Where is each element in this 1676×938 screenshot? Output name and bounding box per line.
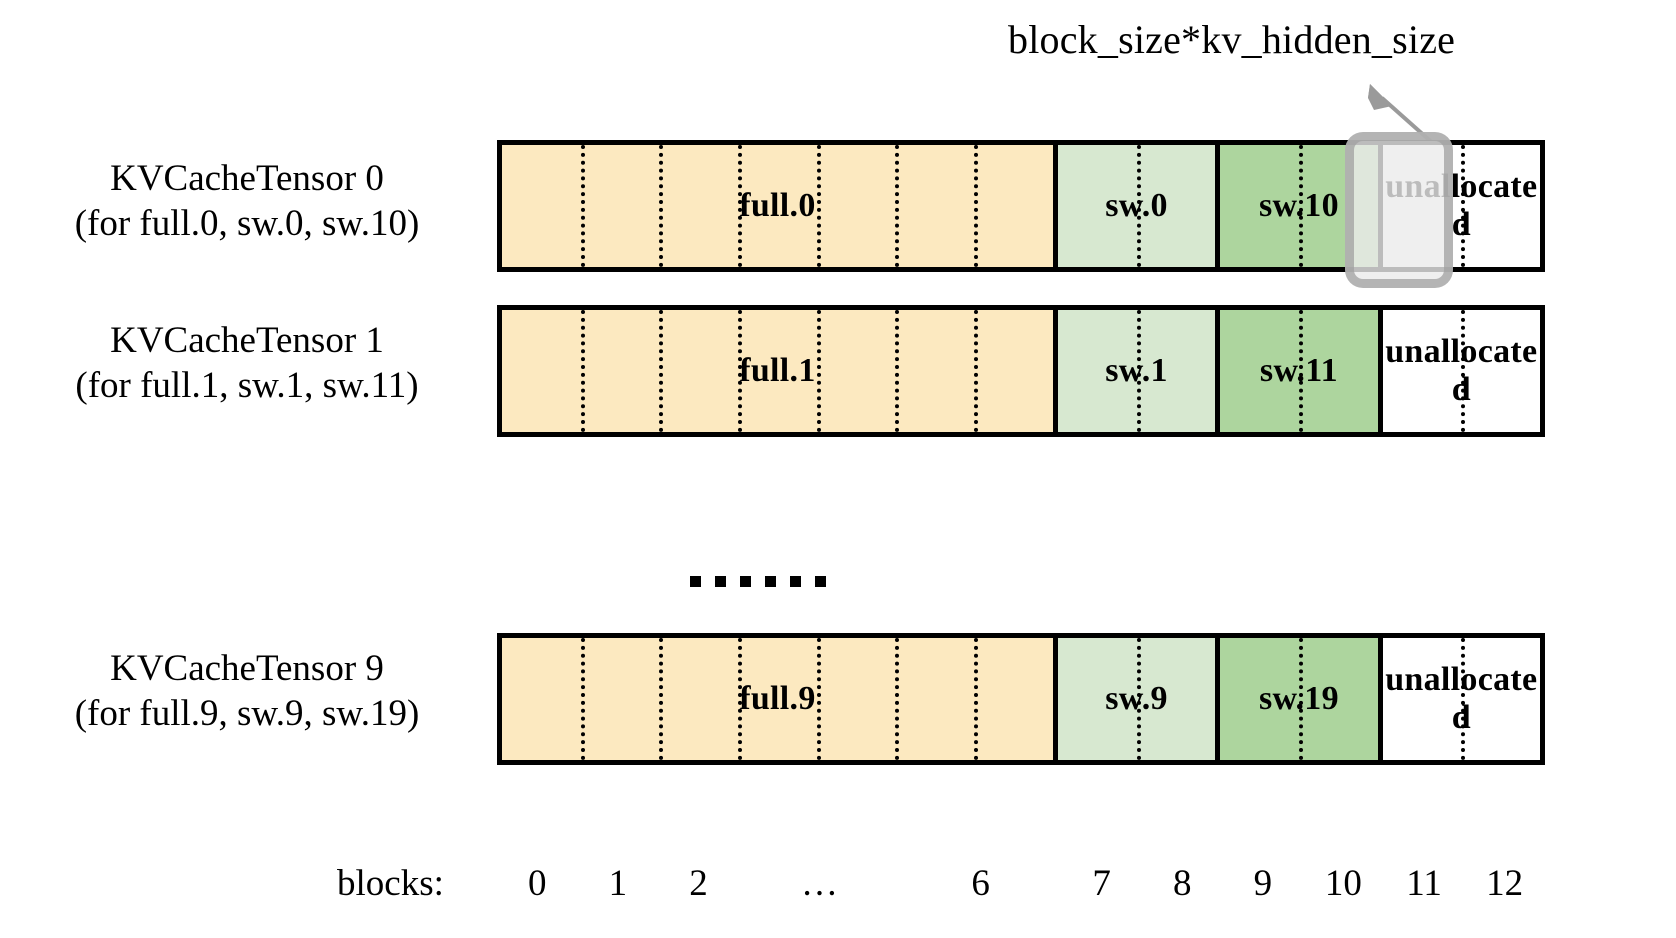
block-divider <box>1298 638 1303 760</box>
block-divider <box>1136 145 1141 267</box>
sw-light-segment: sw.0 <box>1057 145 1221 267</box>
block-divider <box>659 145 664 267</box>
segment-label: full.9 <box>739 679 816 717</box>
ellipsis-dot <box>690 576 701 587</box>
block-divider <box>738 145 743 267</box>
row-label-tensor-1: KVCacheTensor 1 (for full.1, sw.1, sw.11… <box>12 318 482 408</box>
segment-label: unallocated <box>1385 660 1538 736</box>
block-divider <box>1461 145 1466 267</box>
block-divider <box>738 310 743 432</box>
axis-tick: 8 <box>1172 863 1192 904</box>
block-divider <box>659 638 664 760</box>
ellipsis-dot <box>740 576 751 587</box>
tensor-bar-9: full.9 sw.9 sw.19 unallocated <box>497 633 1545 765</box>
row-label-tensor-0: KVCacheTensor 0 (for full.0, sw.0, sw.10… <box>12 156 482 246</box>
block-divider <box>974 310 979 432</box>
row-label-line1: KVCacheTensor 0 <box>110 158 384 199</box>
unallocated-segment: unallocated <box>1382 310 1541 432</box>
ellipsis-dot <box>790 576 801 587</box>
axis-tick: 0 <box>528 863 547 904</box>
block-divider <box>1136 638 1141 760</box>
axis-caption: blocks: <box>337 863 444 904</box>
ellipsis-dot <box>815 576 826 587</box>
block-divider <box>1461 310 1466 432</box>
block-divider <box>1461 638 1466 760</box>
full-segment: full.9 <box>502 638 1058 760</box>
block-divider <box>580 145 585 267</box>
segment-label: sw.0 <box>1105 186 1168 224</box>
ellipsis-indicator <box>690 576 826 587</box>
block-divider <box>816 145 821 267</box>
block-divider <box>659 310 664 432</box>
segment-label: sw.10 <box>1258 186 1339 224</box>
segment-label: unallocated <box>1385 332 1538 408</box>
sw-dark-segment: sw.11 <box>1220 310 1383 432</box>
axis-tick: … <box>800 863 838 904</box>
row-label-line2: (for full.0, sw.0, sw.10) <box>74 203 420 245</box>
block-divider <box>895 310 900 432</box>
block-divider <box>1136 310 1141 432</box>
row-label-tensor-9: KVCacheTensor 9 (for full.9, sw.9, sw.19… <box>12 646 482 736</box>
ellipsis-dot <box>715 576 726 587</box>
annotation-label: block_size*kv_hidden_size <box>1008 17 1456 62</box>
axis-tick: 2 <box>689 863 708 904</box>
axis-tick: 6 <box>971 863 990 904</box>
sw-light-segment: sw.9 <box>1057 638 1221 760</box>
tensor-bar-1: full.1 sw.1 sw.11 unallocated <box>497 305 1545 437</box>
block-divider <box>1298 310 1303 432</box>
axis-tick: 10 <box>1324 863 1362 904</box>
block-divider <box>816 638 821 760</box>
row-label-line1: KVCacheTensor 1 <box>110 320 384 361</box>
block-divider <box>580 310 585 432</box>
unallocated-segment: unallocated <box>1382 638 1541 760</box>
row-label-line2: (for full.1, sw.1, sw.11) <box>75 365 419 407</box>
block-divider <box>816 310 821 432</box>
full-segment: full.0 <box>502 145 1058 267</box>
sw-light-segment: sw.1 <box>1057 310 1221 432</box>
segment-label: sw.1 <box>1105 351 1168 389</box>
sw-dark-segment: sw.19 <box>1220 638 1383 760</box>
axis-tick: 7 <box>1092 863 1111 904</box>
row-label-line2: (for full.9, sw.9, sw.19) <box>74 693 420 735</box>
axis-tick: 11 <box>1406 863 1442 904</box>
axis-tick: 9 <box>1253 863 1273 904</box>
block-divider <box>974 145 979 267</box>
full-segment: full.1 <box>502 310 1058 432</box>
block-divider <box>895 638 900 760</box>
block-divider <box>1298 145 1303 267</box>
axis-tick: 1 <box>608 863 628 904</box>
segment-label: sw.11 <box>1259 351 1338 389</box>
row-label-line1: KVCacheTensor 9 <box>110 648 384 689</box>
segment-label: full.1 <box>739 351 816 389</box>
ellipsis-dot <box>765 576 776 587</box>
segment-label: full.0 <box>739 186 816 224</box>
block-divider <box>974 638 979 760</box>
highlight-box-block-11[interactable] <box>1345 132 1453 288</box>
block-divider <box>895 145 900 267</box>
block-divider <box>580 638 585 760</box>
segment-label: sw.19 <box>1258 679 1339 717</box>
segment-label: sw.9 <box>1105 679 1168 717</box>
block-divider <box>738 638 743 760</box>
axis-tick: 12 <box>1486 863 1524 904</box>
